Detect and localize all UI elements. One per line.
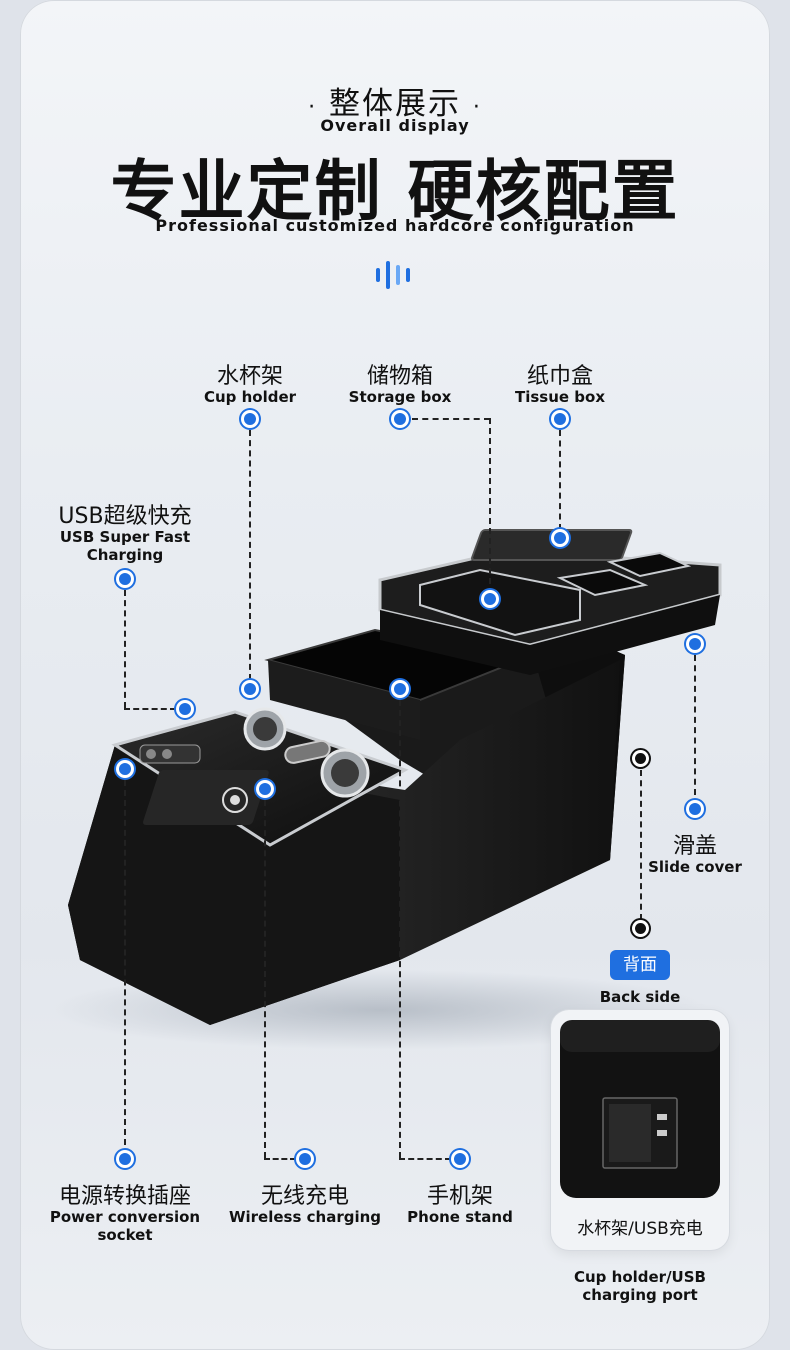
label-slide-cover-zh: 滑盖 bbox=[672, 834, 717, 859]
label-tissue-box-zh: 纸巾盒 bbox=[526, 364, 593, 389]
section-subtitle: Overall display bbox=[320, 116, 470, 135]
callout-dot-usb bbox=[119, 573, 131, 585]
callout-dot-cup-holder-target bbox=[244, 683, 256, 695]
label-cup-holder-zh: 水杯架 bbox=[216, 364, 283, 389]
callout-dot-power-socket bbox=[119, 1153, 131, 1165]
back-side-inset: 水杯架/USB充电 bbox=[551, 1010, 729, 1250]
back-side-inset-caption: 水杯架/USB充电 bbox=[577, 1219, 703, 1239]
divider-bars-icon bbox=[376, 261, 416, 289]
label-usb-zh: USB超级快充 bbox=[58, 504, 192, 529]
label-cup-holder-en: Cup holder bbox=[203, 388, 297, 406]
back-side-badge: 背面 bbox=[610, 950, 670, 980]
label-storage-box-en: Storage box bbox=[348, 388, 452, 406]
label-wireless-en: Wireless charging bbox=[228, 1208, 382, 1226]
label-usb-en-2: Charging bbox=[86, 546, 164, 564]
label-slide-cover-en: Slide cover bbox=[648, 858, 742, 876]
label-usb-en-1: USB Super Fast bbox=[59, 528, 191, 546]
label-phone-stand-zh: 手机架 bbox=[426, 1184, 493, 1209]
callout-dot-back-bottom bbox=[635, 923, 646, 934]
callout-dot-storage-box bbox=[394, 413, 406, 425]
back-side-caption-1: Cup holder/USB bbox=[574, 1268, 706, 1286]
product-card: · 整体展示 · Overall display 专业定制 硬核配置 Profe… bbox=[20, 0, 770, 1350]
label-power-socket-zh: 电源转换插座 bbox=[58, 1184, 191, 1209]
callout-dot-tissue-box bbox=[554, 413, 566, 425]
callout-dot-slide-cover-target bbox=[689, 638, 701, 650]
label-phone-stand-en: Phone stand bbox=[407, 1208, 513, 1226]
section-title: · 整体展示 · bbox=[308, 86, 482, 122]
callout-dot-power-socket-target bbox=[119, 763, 131, 775]
label-power-socket-en-2: socket bbox=[97, 1226, 153, 1244]
callout-dot-slide-cover bbox=[689, 803, 701, 815]
headline: 专业定制 硬核配置 bbox=[110, 153, 680, 230]
back-side-title: Back side bbox=[599, 988, 681, 1006]
label-power-socket-en-1: Power conversion bbox=[49, 1208, 201, 1226]
callout-dot-storage-box-target bbox=[484, 593, 496, 605]
label-wireless-zh: 无线充电 bbox=[260, 1184, 349, 1209]
callout-dot-back-top bbox=[635, 753, 646, 764]
callout-dot-wireless bbox=[299, 1153, 311, 1165]
callout-dot-wireless-target bbox=[259, 783, 271, 795]
label-storage-box-zh: 储物箱 bbox=[366, 364, 433, 389]
section-title-zh: 整体展示 bbox=[329, 86, 461, 122]
back-side-caption-2: charging port bbox=[582, 1286, 698, 1304]
callout-dot-phone-stand-target bbox=[394, 683, 406, 695]
label-tissue-box-en: Tissue box bbox=[514, 388, 606, 406]
callout-dot-usb-target bbox=[179, 703, 191, 715]
callout-dot-tissue-box-target bbox=[554, 532, 566, 544]
callout-dot-phone-stand bbox=[454, 1153, 466, 1165]
back-side-image bbox=[560, 1020, 720, 1198]
headline-subtitle: Professional customized hardcore configu… bbox=[155, 216, 635, 235]
center-console-image bbox=[50, 529, 722, 1050]
callout-dot-cup-holder bbox=[244, 413, 256, 425]
